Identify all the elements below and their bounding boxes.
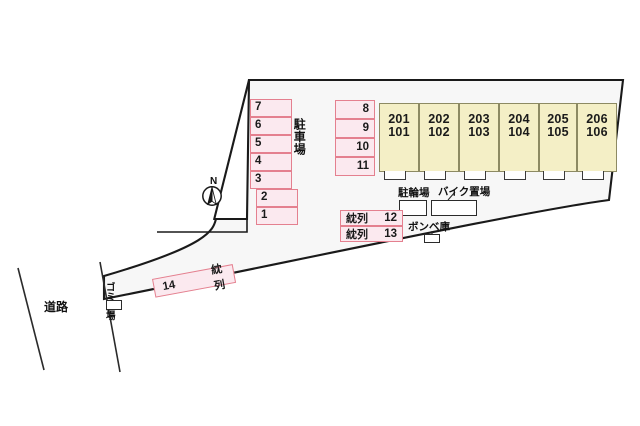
building-unit-206-106[interactable]: 206 106 xyxy=(577,103,617,172)
building-unit-203-103[interactable]: 203 103 xyxy=(459,103,499,172)
compass-north-label: N xyxy=(210,176,218,187)
parking-stall-7[interactable]: 7 xyxy=(250,99,292,117)
parking-stall-11[interactable]: 11 xyxy=(335,157,375,176)
trash-area-box[interactable] xyxy=(106,300,122,310)
road-left-kerb xyxy=(17,267,45,371)
building-unit-201-101[interactable]: 201 101 xyxy=(379,103,419,172)
road-label: 道路 xyxy=(44,300,69,314)
gas-cylinder-storage-box[interactable] xyxy=(424,234,440,243)
entrance-step-205 xyxy=(543,171,565,180)
parking-stall-9[interactable]: 9 xyxy=(335,119,375,138)
motorcycle-parking-box[interactable] xyxy=(431,200,477,216)
entrance-step-203 xyxy=(464,171,486,180)
compass-rose xyxy=(202,186,222,206)
tandem-stall-12[interactable]: 紞列 12 xyxy=(340,210,403,226)
road-right-kerb xyxy=(99,261,121,373)
motorcycle-parking-label: バイク置場 xyxy=(438,186,491,198)
building-unit-202-102[interactable]: 202 102 xyxy=(419,103,459,172)
parking-stall-5[interactable]: 5 xyxy=(250,135,292,153)
parking-stall-10[interactable]: 10 xyxy=(335,138,375,157)
building-unit-205-105[interactable]: 205 105 xyxy=(539,103,577,172)
entrance-step-204 xyxy=(504,171,526,180)
parcel-inner-notch xyxy=(157,219,248,233)
parking-stall-3[interactable]: 3 xyxy=(250,171,292,189)
parking-stall-8[interactable]: 8 xyxy=(335,100,375,119)
entrance-step-202 xyxy=(424,171,446,180)
bicycle-parking-box[interactable] xyxy=(399,200,427,216)
gas-cylinder-storage-label: ボンベ庫 xyxy=(408,221,450,233)
parking-stall-2[interactable]: 2 xyxy=(256,189,298,207)
parking-stall-4[interactable]: 4 xyxy=(250,153,292,171)
parking-lot-label: 駐車場 xyxy=(292,118,307,156)
tandem-stall-13[interactable]: 紞列 13 xyxy=(340,226,403,242)
parking-stall-6[interactable]: 6 xyxy=(250,117,292,135)
parking-stall-1[interactable]: 1 xyxy=(256,207,298,225)
building-unit-204-104[interactable]: 204 104 xyxy=(499,103,539,172)
bicycle-parking-label: 駐輪場 xyxy=(398,187,430,199)
entrance-step-206 xyxy=(582,171,604,180)
entrance-step-201 xyxy=(384,171,406,180)
